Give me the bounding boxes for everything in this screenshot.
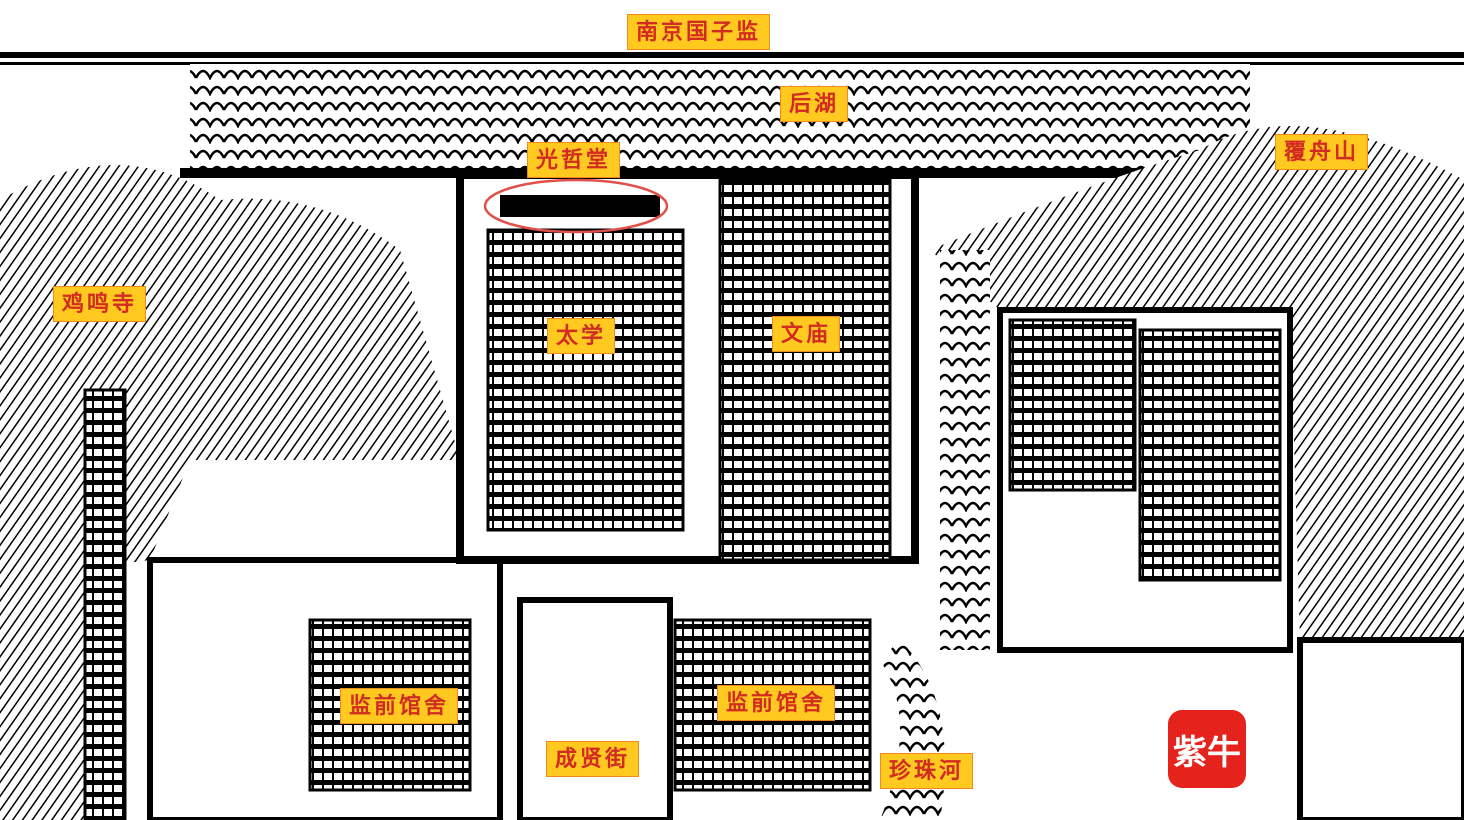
label-taixue: 太学 (547, 318, 616, 354)
label-guangzhetang: 光哲堂 (527, 142, 621, 178)
label-chengxianjie: 成贤街 (546, 741, 640, 777)
highlight-ring (483, 178, 669, 234)
map-title-label: 南京国子监 (627, 14, 771, 50)
label-guanshe-left: 监前馆舍 (340, 688, 459, 724)
brand-logo: 紫牛 (1168, 710, 1246, 788)
label-zhenzhuhe: 珍珠河 (880, 753, 974, 789)
label-guanshe-right: 监前馆舍 (717, 685, 836, 721)
label-houhu: 后湖 (780, 86, 849, 122)
label-fuzhoushan: 覆舟山 (1275, 134, 1369, 170)
label-wenmiao: 文庙 (772, 316, 841, 352)
label-jimingsi: 鸡鸣寺 (53, 286, 147, 322)
